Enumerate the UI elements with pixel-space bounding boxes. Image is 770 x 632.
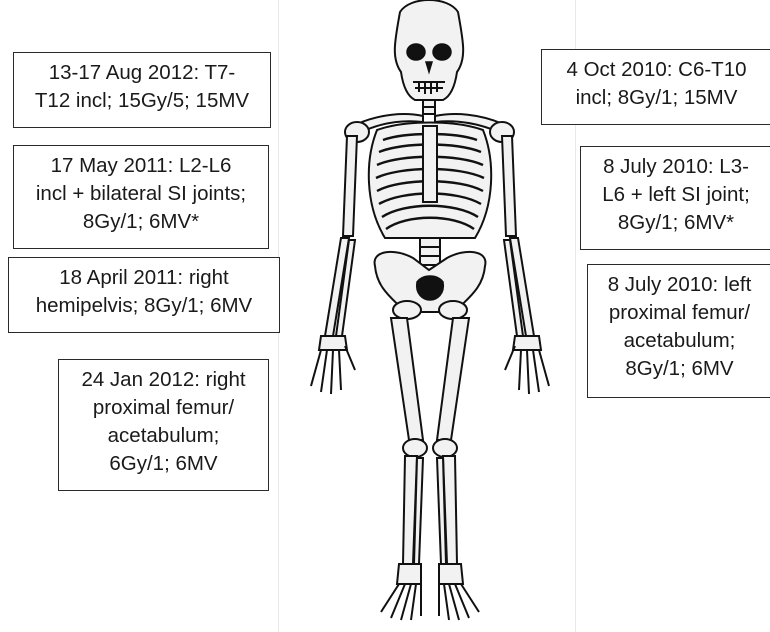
left-arm [325,136,357,336]
annotation-apr-2011-hemipelvis: 18 April 2011: right hemipelvis; 8Gy/1; … [8,257,280,333]
left-foot-icon [381,564,421,620]
left-leg [391,318,427,564]
annotation-jul-2010-left-femur: 8 July 2010: left proximal femur/ acetab… [587,264,770,398]
right-arm [502,136,534,336]
skull-icon [395,0,463,100]
skeleton-illustration [295,0,565,632]
rib-cage [369,123,491,239]
annotation-oct-2010-cervical-thoracic: 4 Oct 2010: C6-T10 incl; 8Gy/1; 15MV [541,49,770,125]
right-foot-icon [439,564,479,620]
cervical-spine [423,100,435,114]
annotation-aug-2012-thoracic: 13-17 Aug 2012: T7- T12 incl; 15Gy/5; 15… [13,52,271,128]
annotation-jan-2012-right-femur: 24 Jan 2012: right proximal femur/ aceta… [58,359,269,491]
left-hand-icon [311,336,355,394]
lumbar-spine [420,238,440,265]
right-leg [433,318,469,564]
right-hand-icon [505,336,549,394]
annotation-may-2011-lumbar-si: 17 May 2011: L2-L6 incl + bilateral SI j… [13,145,269,249]
annotation-jul-2010-lumbar-si: 8 July 2010: L3- L6 + left SI joint; 8Gy… [580,146,770,250]
